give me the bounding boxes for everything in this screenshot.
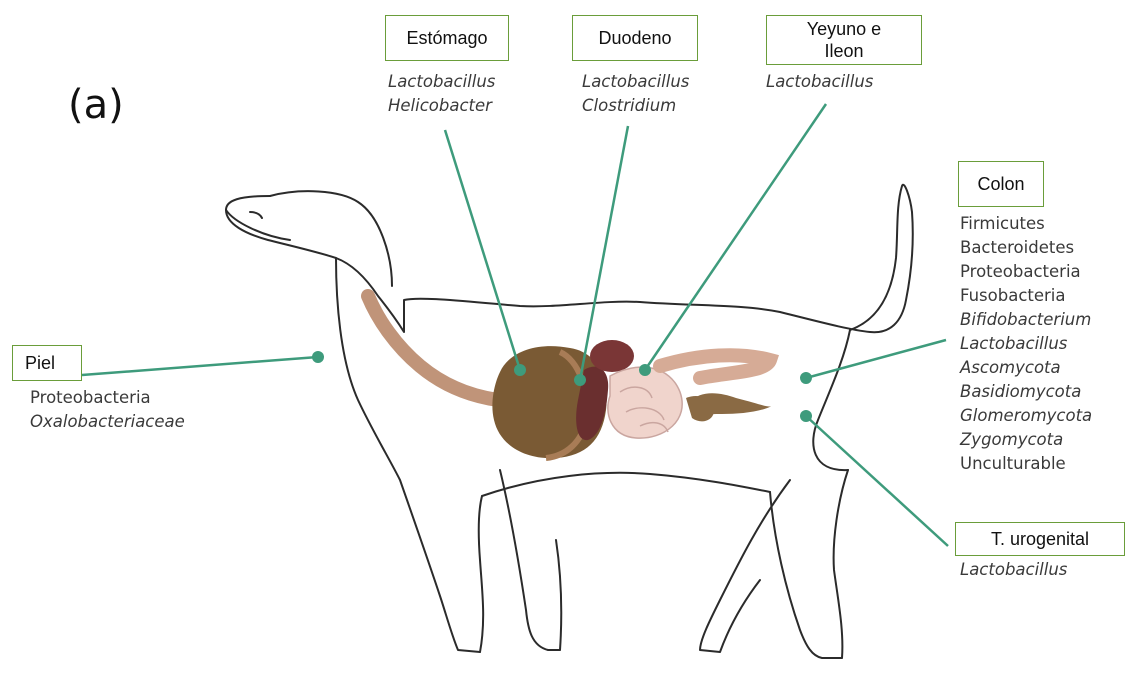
internal-organs — [368, 296, 772, 458]
colon-taxon: Proteobacteria — [960, 260, 1092, 284]
esophagus — [368, 296, 498, 400]
jejunum-taxa: Lactobacillus — [766, 70, 873, 94]
duodenum-taxa: Lactobacillus Clostridium — [582, 70, 689, 118]
colon-taxon: Zygomycota — [960, 428, 1092, 452]
colon-taxon: Unculturable — [960, 452, 1092, 476]
stomach-connector — [445, 130, 520, 370]
intestines-organ — [608, 367, 682, 438]
colon-organ — [660, 355, 770, 378]
jejunum-label-box: Yeyuno e Ileon — [766, 15, 922, 65]
colon-taxon: Lactobacillus — [960, 332, 1092, 356]
stomach-taxa: Lactobacillus Helicobacter — [388, 70, 495, 118]
heart-organ — [590, 340, 634, 372]
duodenum-dot — [574, 374, 586, 386]
urogenital-label-box: T. urogenital — [955, 522, 1125, 556]
urogenital-connector — [806, 416, 948, 546]
stomach-taxon: Helicobacter — [388, 94, 495, 118]
duodenum-label-box: Duodeno — [572, 15, 698, 61]
colon-taxon: Firmicutes — [960, 212, 1092, 236]
colon-dot — [800, 372, 812, 384]
duodenum-taxon: Lactobacillus — [582, 70, 689, 94]
skin-connector — [82, 357, 318, 375]
colon-taxon: Bifidobacterium — [960, 308, 1092, 332]
colon-taxa: Firmicutes Bacteroidetes Proteobacteria … — [960, 212, 1092, 476]
duodenum-taxon: Clostridium — [582, 94, 689, 118]
skin-taxa: Proteobacteria Oxalobacteriaceae — [30, 386, 185, 434]
connectors — [82, 104, 948, 546]
stomach-label-box: Estómago — [385, 15, 509, 61]
colon-label-box: Colon — [958, 161, 1044, 207]
urogenital-taxa: Lactobacillus — [960, 558, 1067, 582]
colon-taxon: Bacteroidetes — [960, 236, 1092, 260]
colon-connector — [806, 340, 946, 378]
skin-taxon: Oxalobacteriaceae — [30, 410, 185, 434]
jejunum-label-line1: Yeyuno e — [767, 18, 921, 40]
skin-taxon: Proteobacteria — [30, 386, 185, 410]
urogenital-dot — [800, 410, 812, 422]
stomach-taxon: Lactobacillus — [388, 70, 495, 94]
jejunum-label-line2: Ileon — [767, 40, 921, 62]
urogenital-taxon: Lactobacillus — [960, 558, 1067, 582]
colon-taxon: Glomeromycota — [960, 404, 1092, 428]
stomach-dot — [514, 364, 526, 376]
jejunum-dot — [639, 364, 651, 376]
skin-dot — [312, 351, 324, 363]
skin-label-box: Piel — [12, 345, 82, 381]
colon-taxon: Basidiomycota — [960, 380, 1092, 404]
colon-taxon: Ascomycota — [960, 356, 1092, 380]
colon-taxon: Fusobacteria — [960, 284, 1092, 308]
jejunum-taxon: Lactobacillus — [766, 70, 873, 94]
panel-label: (a) — [68, 82, 124, 128]
jejunum-connector — [645, 104, 826, 370]
